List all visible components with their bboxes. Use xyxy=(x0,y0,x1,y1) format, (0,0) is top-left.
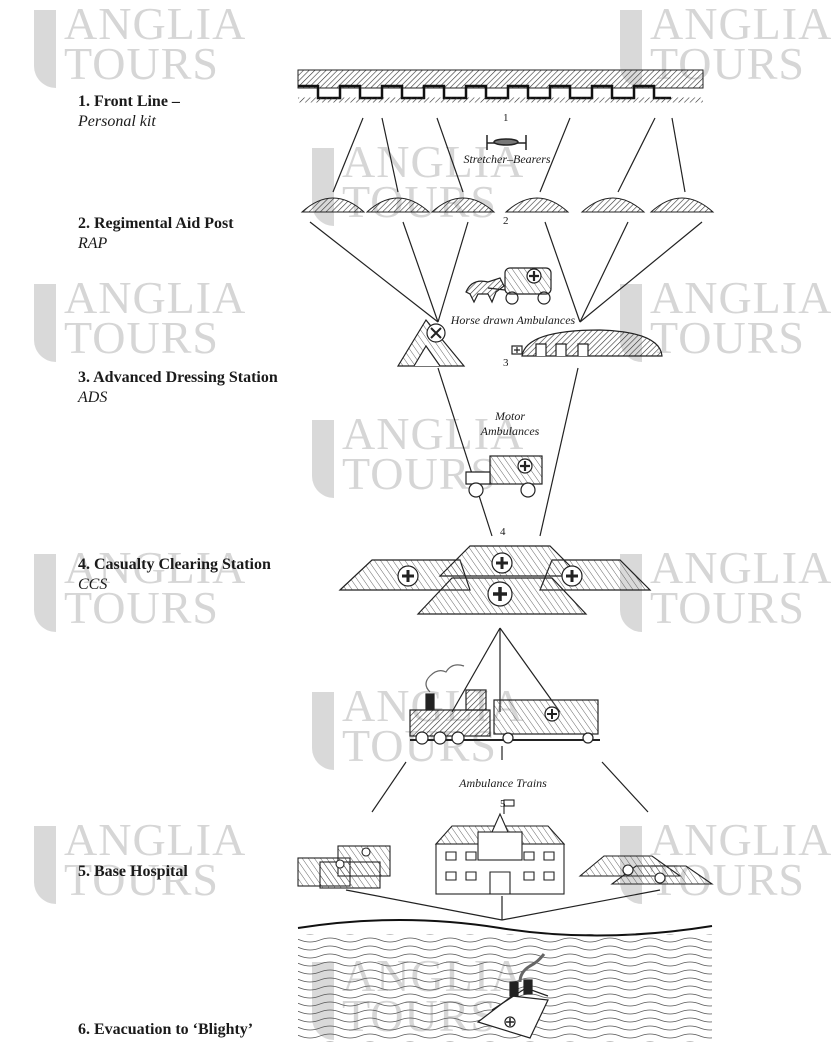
stage-3-title: 3. Advanced Dressing Station xyxy=(78,369,278,386)
number-2: 2 xyxy=(503,215,509,227)
stage-1-label: 1. Front Line – Personal kit xyxy=(78,92,180,132)
caption-motor-line1: Motor xyxy=(495,409,525,423)
stage-6-title: 6. Evacuation to ‘Blighty’ xyxy=(78,1021,254,1038)
bunker-icon xyxy=(511,329,663,357)
watermark-hook-icon xyxy=(34,554,56,632)
stage-4-subtitle: CCS xyxy=(78,576,108,593)
number-1: 1 xyxy=(503,112,509,124)
watermark-hook-icon xyxy=(620,10,642,88)
stage-3-label: 3. Advanced Dressing Station ADS xyxy=(78,368,278,408)
number-3: 3 xyxy=(503,357,509,369)
stage-4-label: 4. Casualty Clearing Station CCS xyxy=(78,555,271,595)
stage-2-label: 2. Regimental Aid Post RAP xyxy=(78,214,234,254)
connector-lines-6 xyxy=(345,889,661,921)
caption-motor-line2: Ambulances xyxy=(480,424,540,438)
stage-3-subtitle: ADS xyxy=(78,389,108,406)
trench-icon xyxy=(297,69,704,103)
stage-2-title: 2. Regimental Aid Post xyxy=(78,215,234,232)
watermark-hook-icon xyxy=(34,10,56,88)
caption-ambulance-trains: Ambulance Trains xyxy=(459,776,547,790)
watermark-hook-icon xyxy=(312,692,334,770)
stage-4-title: 4. Casualty Clearing Station xyxy=(78,556,271,573)
horse-ambulance-icon xyxy=(465,267,552,305)
ship-icon xyxy=(476,953,549,1039)
watermark-hook-icon xyxy=(34,284,56,362)
connector-lines-2 xyxy=(309,221,703,323)
aid-post-icon xyxy=(300,197,715,213)
stage-2-subtitle: RAP xyxy=(78,235,108,252)
ccs-tents-icon xyxy=(338,545,652,615)
number-4: 4 xyxy=(500,526,506,538)
train-icon xyxy=(409,664,600,745)
tent-icon xyxy=(396,318,466,367)
stage-5-label: 5. Base Hospital xyxy=(78,862,188,882)
connector-lines-3 xyxy=(437,367,579,537)
hospital-icon xyxy=(297,799,714,895)
stage-6-label: 6. Evacuation to ‘Blighty’ xyxy=(78,1020,253,1040)
watermark-hook-icon xyxy=(312,420,334,498)
caption-stretcher-bearers: Stretcher–Bearers xyxy=(463,152,551,166)
stage-1-subtitle: Personal kit xyxy=(78,113,156,130)
number-5: 5 xyxy=(500,798,506,810)
stage-5-title: 5. Base Hospital xyxy=(78,863,188,880)
watermark-hook-icon xyxy=(34,826,56,904)
stage-1-title: 1. Front Line – xyxy=(78,93,180,110)
caption-horse-ambulances: Horse drawn Ambulances xyxy=(450,313,576,327)
stretcher-icon xyxy=(486,135,527,150)
motor-ambulance-icon xyxy=(465,455,543,498)
connector-lines-1 xyxy=(332,117,686,193)
connector-lines-4 xyxy=(451,627,561,713)
